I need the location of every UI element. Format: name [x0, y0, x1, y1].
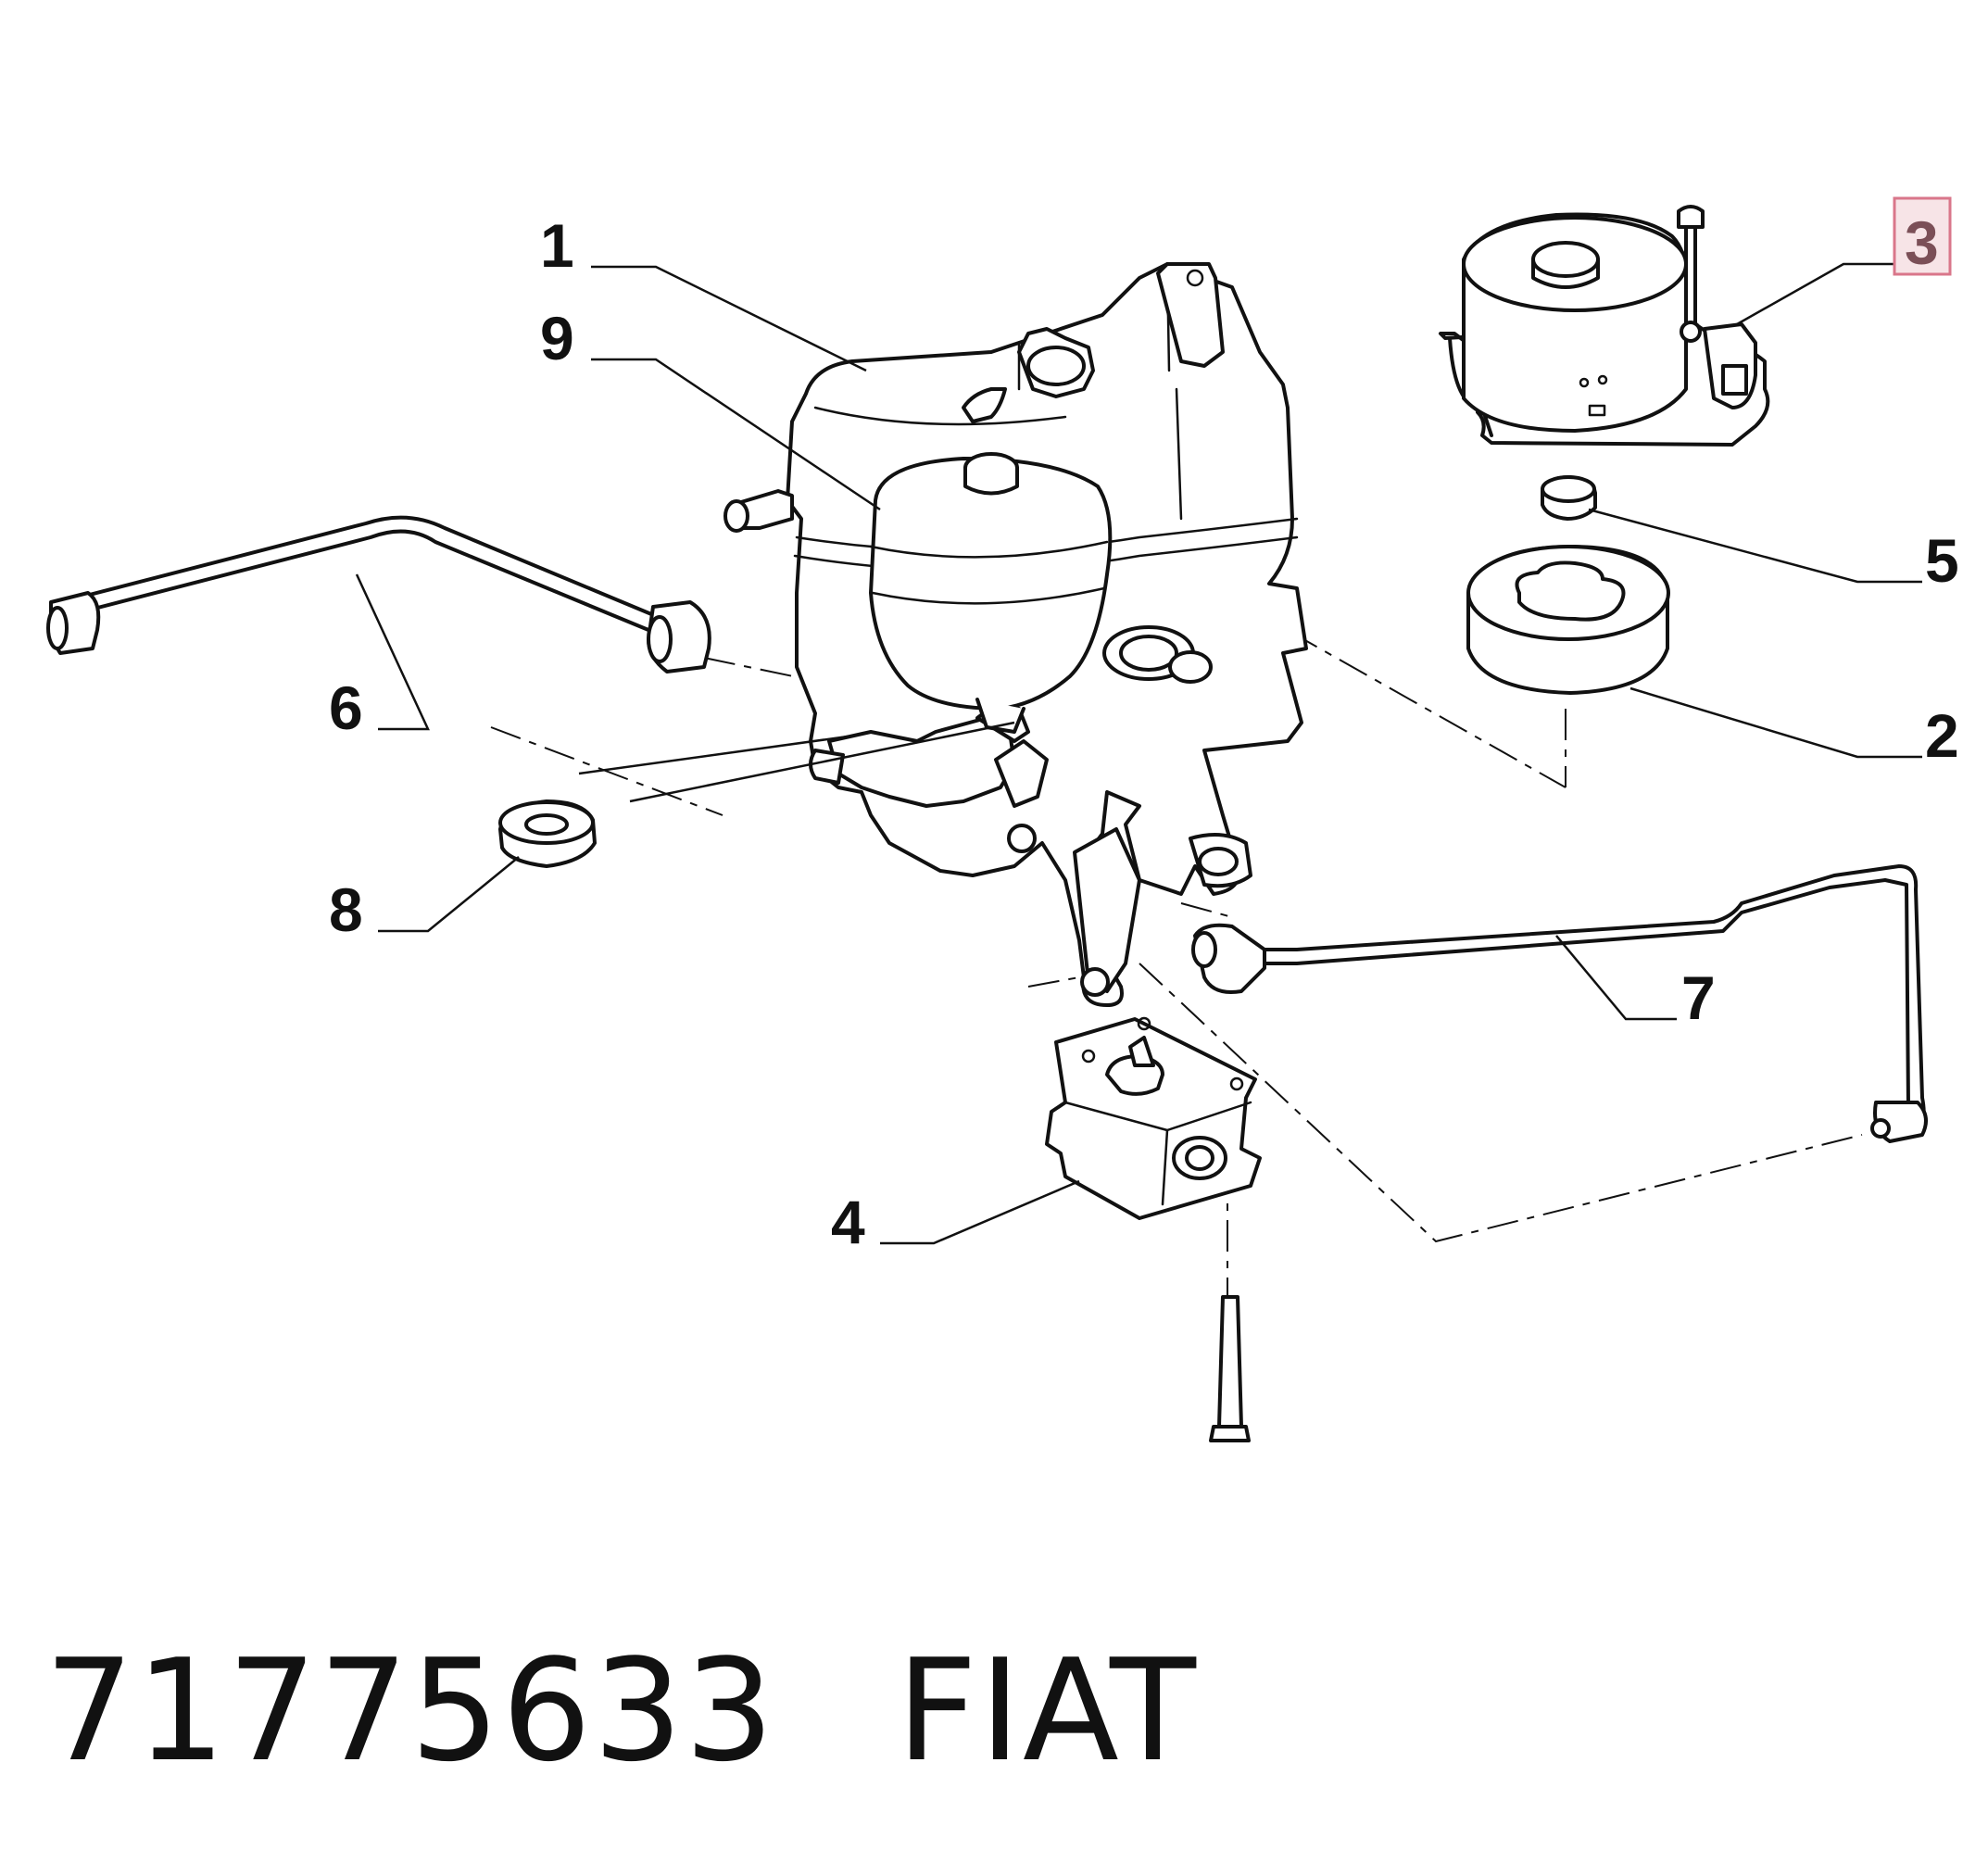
brand-name: FIAT: [896, 1629, 1198, 1793]
callout-3-highlight: [1893, 196, 1952, 276]
leader-lines: [355, 262, 1922, 1245]
part-caption: 71775633 FIAT: [44, 1629, 1198, 1793]
callout-9: 9: [540, 304, 574, 372]
part-5-plug: [1541, 475, 1597, 521]
callout-4: 4: [831, 1188, 865, 1256]
part-9-accumulator: [869, 452, 1113, 734]
mounting-bolt: [1209, 1295, 1251, 1442]
part-7-sensor-pipe: [1191, 864, 1928, 1143]
callout-2: 2: [1925, 701, 1959, 770]
callout-labels: 1 9 3 5 2 6 8 4 7: [329, 196, 1959, 1256]
callout-3: 3: [1905, 208, 1939, 277]
part-4-valve-block: [1045, 1016, 1262, 1220]
part-2-damper-disc: [1466, 545, 1670, 695]
part-number: 71775633: [44, 1629, 776, 1793]
callout-8: 8: [329, 875, 363, 944]
callout-5: 5: [1925, 526, 1959, 595]
callout-6: 6: [329, 673, 363, 742]
callout-1: 1: [540, 211, 574, 280]
callout-7: 7: [1681, 963, 1716, 1032]
part-3-pump-motor: [1439, 205, 1770, 447]
part-8-grommet: [498, 799, 597, 868]
part-6-brake-pipe: [46, 515, 711, 673]
